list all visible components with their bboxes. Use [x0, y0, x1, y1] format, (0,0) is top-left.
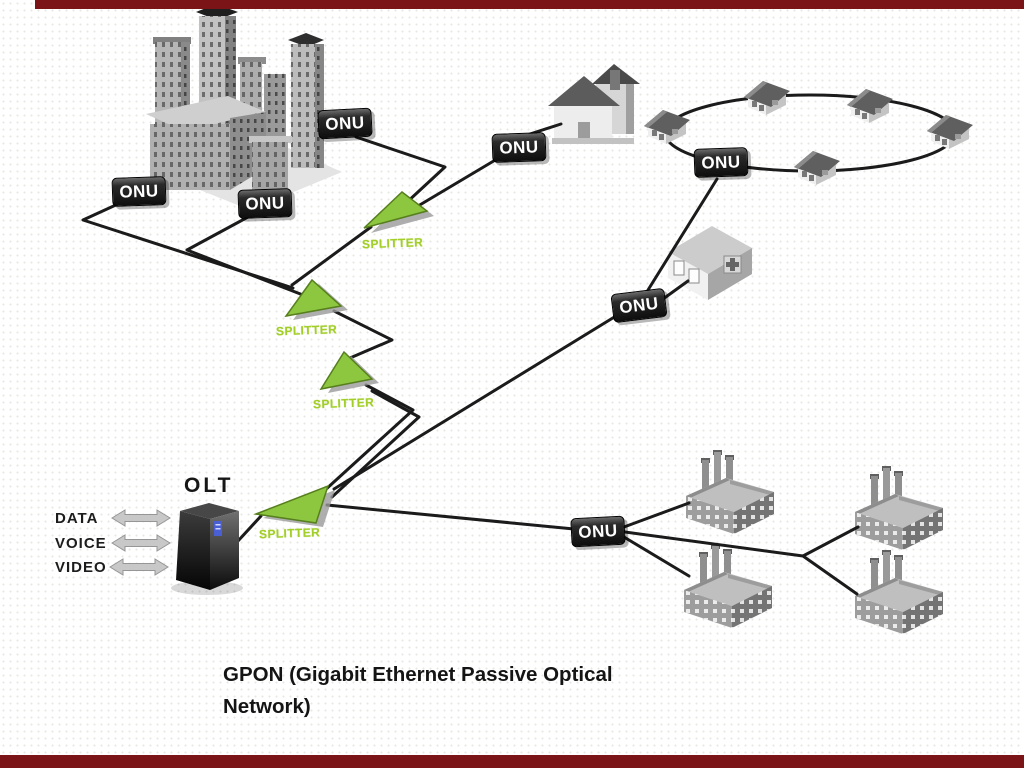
bottom-accent-bar — [0, 755, 1024, 768]
factory — [686, 450, 774, 534]
house-ring — [644, 81, 973, 185]
onu-label: ONU — [324, 112, 366, 134]
factory — [855, 550, 943, 634]
splitters — [253, 191, 434, 527]
splitter-2-label: SPLITTER — [275, 322, 338, 339]
house — [794, 151, 840, 185]
house — [927, 115, 973, 149]
hospital-building — [668, 226, 752, 300]
onu-label: ONU — [119, 180, 159, 202]
splitter-3 — [319, 350, 374, 391]
onu-label: ONU — [618, 293, 660, 317]
onu-box-house-ring: ONU — [693, 147, 749, 178]
data-arrow-icon — [111, 509, 171, 527]
factories — [684, 450, 943, 634]
onu-box-city-left: ONU — [111, 176, 167, 207]
onu-label: ONU — [245, 192, 285, 214]
service-label-data: DATA — [55, 510, 99, 527]
video-arrow-icon — [109, 558, 169, 576]
onu-box-city-top: ONU — [317, 107, 373, 140]
splitter-1 — [363, 191, 429, 229]
onu-box-city-mid: ONU — [237, 188, 293, 219]
factory — [855, 466, 943, 550]
service-arrows — [109, 509, 171, 576]
onu-label: ONU — [701, 151, 741, 173]
olt-label: OLT — [184, 474, 234, 497]
splitter-4 — [253, 484, 330, 524]
service-label-voice: VOICE — [55, 535, 107, 552]
onu-box-school: ONU — [491, 132, 547, 163]
city-buildings — [146, 4, 342, 210]
fiber-lines — [81, 122, 860, 596]
factory — [684, 544, 772, 628]
splitter-2 — [284, 278, 343, 318]
olt-tower — [171, 503, 243, 595]
house — [847, 89, 893, 123]
onu-label: ONU — [499, 136, 539, 158]
house — [744, 81, 790, 115]
slide-caption: GPON (Gigabit Ethernet Passive Optical N… — [223, 663, 613, 718]
onu-label: ONU — [577, 520, 619, 542]
splitter-1-label: SPLITTER — [361, 235, 424, 252]
service-label-video: VIDEO — [55, 559, 107, 576]
school-building — [548, 64, 640, 144]
splitter-4-label: SPLITTER — [258, 525, 321, 542]
onu-box-factories: ONU — [570, 515, 626, 548]
top-accent-bar — [35, 0, 1024, 9]
splitter-3-label: SPLITTER — [312, 395, 375, 412]
voice-arrow-icon — [111, 534, 171, 552]
